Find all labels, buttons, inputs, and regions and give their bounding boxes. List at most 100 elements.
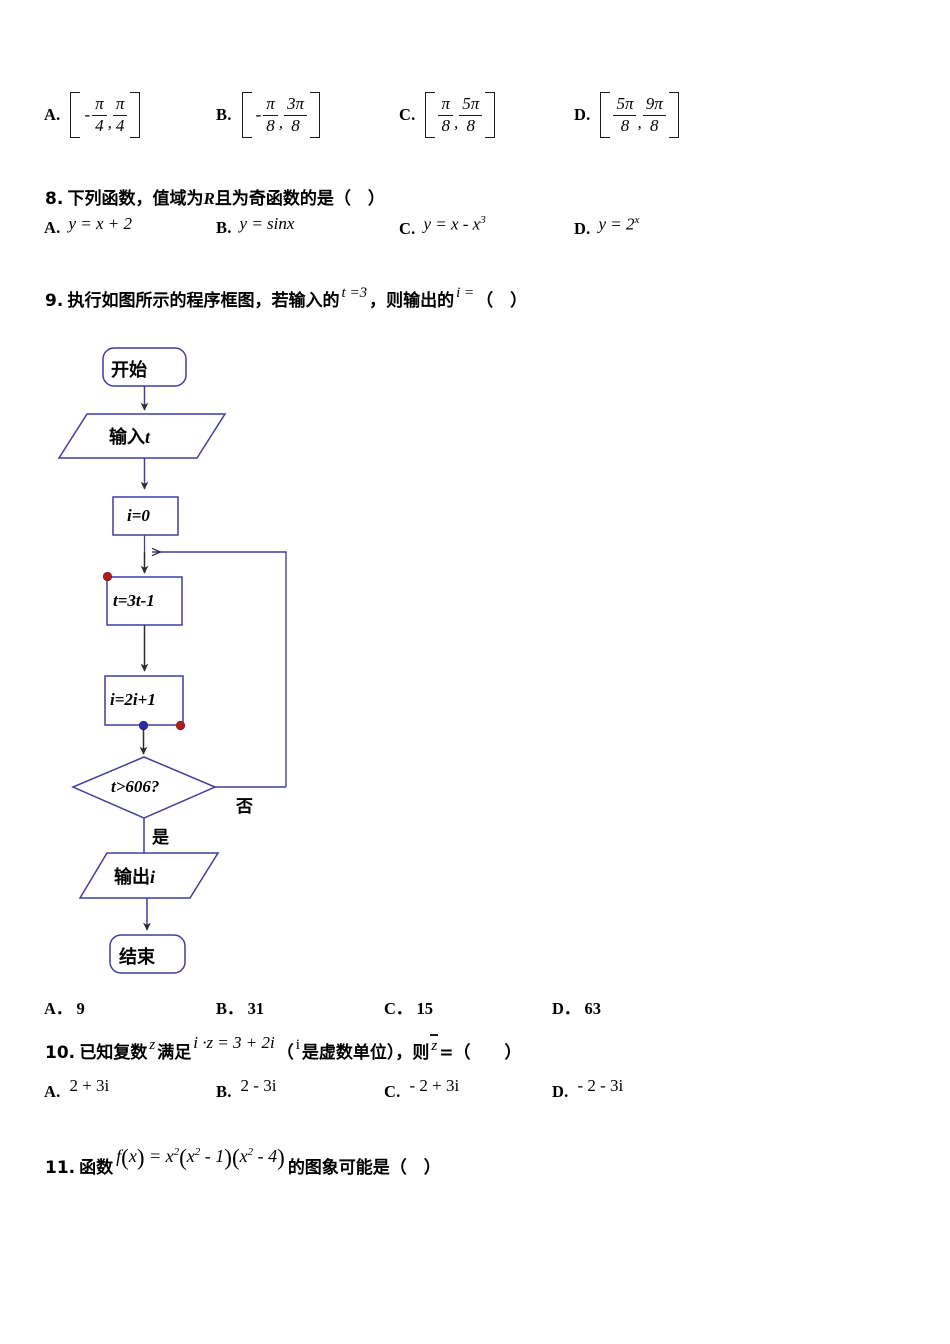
- q8-stem-variable: R: [203, 189, 215, 208]
- q10-option-b-label: B.: [216, 1082, 232, 1101]
- q11-stem-text-a: 函数: [79, 1158, 114, 1178]
- q10-stem-text-c: 是虚数单位），则: [301, 1043, 430, 1063]
- q7-option-a-frac1: π 4: [92, 94, 107, 135]
- denominator: 8: [441, 115, 450, 135]
- numerator: 9π: [642, 94, 666, 116]
- denominator: 8: [650, 115, 659, 135]
- q11-stem-text-b: 的图象可能是（ ）: [287, 1158, 441, 1178]
- conjugate-variable: z: [431, 1038, 438, 1054]
- q7-option-c-frac1: π 8: [438, 94, 453, 135]
- flowchart-assign-i-shape: [104, 675, 184, 726]
- q10-option-b[interactable]: B. 2 - 3i: [216, 1076, 276, 1102]
- q8-option-b[interactable]: B. y = sinx: [216, 214, 294, 238]
- numerator: 5π: [459, 94, 483, 116]
- q8-stem-text: 下列函数，值域为: [67, 189, 204, 209]
- bracket-right-icon: [668, 92, 679, 138]
- q10-imaginary-unit: i: [295, 1037, 300, 1053]
- q8-option-d-label: D.: [574, 218, 591, 238]
- q7-option-d-frac2: 9π 8: [642, 94, 666, 135]
- q11-function-expression: f(x) = x2(x2 - 1)(x2 - 4): [116, 1145, 285, 1170]
- q9-flowchart: 开始 输入t i=0 t=3t-1 i=2i+1 t>606? 是 否 输出i …: [0, 330, 420, 990]
- q7-option-b-sign: -: [255, 105, 262, 124]
- flowchart-condition-shape: [71, 756, 217, 819]
- q10-option-c-expr: - 2 + 3i: [409, 1076, 460, 1095]
- q10-option-d-expr: - 2 - 3i: [577, 1076, 624, 1095]
- denominator: 8: [266, 115, 275, 135]
- flowchart-svg: [57, 347, 287, 974]
- q10-number: 10.: [45, 1043, 76, 1063]
- q9-option-c-label: C．: [384, 999, 413, 1018]
- numerator: π: [112, 94, 128, 116]
- q8-option-a[interactable]: A. y = x + 2: [44, 214, 132, 238]
- q9-stem-text-a: 执行如图所示的程序框图，若输入的: [67, 291, 340, 311]
- q10-conjugate-z: z: [429, 1034, 439, 1055]
- q9-stem-text-b: ，则输出的: [369, 291, 455, 311]
- q11-stem: 11. 函数 f(x) = x2(x2 - 1)(x2 - 4) 的图象可能是（…: [45, 1145, 441, 1178]
- q9-option-c-value: 15: [416, 999, 434, 1018]
- q7-option-d[interactable]: D. 5π 8 , 9π 8: [574, 92, 679, 138]
- bracket-left-icon: [425, 92, 436, 138]
- q8-option-d[interactable]: D. y = 2x: [574, 214, 639, 239]
- q9-option-a-label: A．: [44, 999, 73, 1018]
- q7-option-b-frac2: 3π 8: [283, 94, 308, 135]
- flowchart-handle-dot-blue-bottom: [138, 720, 149, 731]
- q8-option-a-label: A.: [44, 218, 61, 237]
- q7-option-d-frac1: 5π 8: [613, 94, 637, 135]
- numerator: π: [438, 94, 453, 116]
- q10-variable-z: z: [149, 1037, 156, 1053]
- flowchart-start-shape: [102, 347, 187, 387]
- q10-option-c[interactable]: C. - 2 + 3i: [384, 1076, 459, 1102]
- q9-options-row: A． 9 B． 31 C． 15 D． 63: [44, 995, 924, 1021]
- q7-option-d-label: D.: [574, 105, 591, 124]
- comma: ,: [107, 113, 112, 132]
- denominator: 8: [291, 115, 300, 135]
- q10-option-b-expr: 2 - 3i: [240, 1076, 277, 1095]
- bracket-right-icon: [310, 92, 321, 138]
- numerator: π: [263, 94, 278, 116]
- q7-option-c-interval: π 8 , 5π 8: [425, 92, 496, 138]
- q9-option-d-label: D．: [552, 999, 581, 1018]
- q7-option-c[interactable]: C. π 8 , 5π 8: [399, 92, 496, 138]
- q9-option-c[interactable]: C． 15: [384, 995, 433, 1019]
- q7-option-d-interval: 5π 8 , 9π 8: [600, 92, 679, 138]
- q10-option-c-label: C.: [384, 1082, 401, 1101]
- q9-option-b-value: 31: [247, 999, 265, 1018]
- q10-equation: i ·z = 3 + 2i: [193, 1033, 275, 1052]
- bracket-left-icon: [70, 92, 81, 138]
- q10-option-d-label: D.: [552, 1082, 569, 1101]
- q9-option-b-label: B．: [216, 999, 244, 1018]
- q7-option-b[interactable]: B. - π 8 , 3π 8: [216, 92, 321, 138]
- expr-exponent: 3: [480, 214, 486, 226]
- bracket-right-icon: [130, 92, 141, 138]
- q8-option-b-expr: y = sinx: [239, 214, 295, 233]
- q8-option-c-expr: y = x - x3: [423, 214, 485, 235]
- q7-option-b-label: B.: [216, 105, 232, 124]
- q7-option-c-frac2: 5π 8: [459, 94, 483, 135]
- q7-option-b-interval: - π 8 , 3π 8: [241, 92, 321, 138]
- q8-option-b-label: B.: [216, 218, 232, 237]
- q7-option-a-frac2: π 4: [112, 94, 128, 135]
- q7-option-a-label: A.: [44, 105, 61, 124]
- q9-option-a[interactable]: A． 9: [44, 995, 85, 1019]
- q10-stem-text-a: 已知复数: [79, 1043, 148, 1063]
- q9-option-d[interactable]: D． 63: [552, 995, 601, 1019]
- q7-option-a-interval: - π 4 , π 4: [70, 92, 141, 138]
- q8-stem: 8. 下列函数，值域为R且为奇函数的是（ ）: [45, 184, 385, 209]
- q8-option-c[interactable]: C. y = x - x3: [399, 214, 486, 239]
- q9-option-b[interactable]: B． 31: [216, 995, 264, 1019]
- q9-stem-text-c: （ ）: [476, 291, 528, 311]
- q10-stem-text-b: 满足: [157, 1043, 192, 1063]
- conjugate-bar-icon: [430, 1034, 439, 1036]
- comma: ,: [278, 113, 283, 132]
- flowchart-init-shape: [112, 496, 179, 536]
- q10-option-a[interactable]: A. 2 + 3i: [44, 1076, 109, 1102]
- comma: ,: [637, 113, 642, 132]
- q7-option-a[interactable]: A. - π 4 , π 4: [44, 92, 141, 138]
- q10-option-d[interactable]: D. - 2 - 3i: [552, 1076, 623, 1102]
- q8-option-d-expr: y = 2x: [598, 214, 639, 235]
- q10-stem-text-d: =（ ）: [439, 1043, 522, 1063]
- expr-base: y = x - x: [423, 214, 481, 234]
